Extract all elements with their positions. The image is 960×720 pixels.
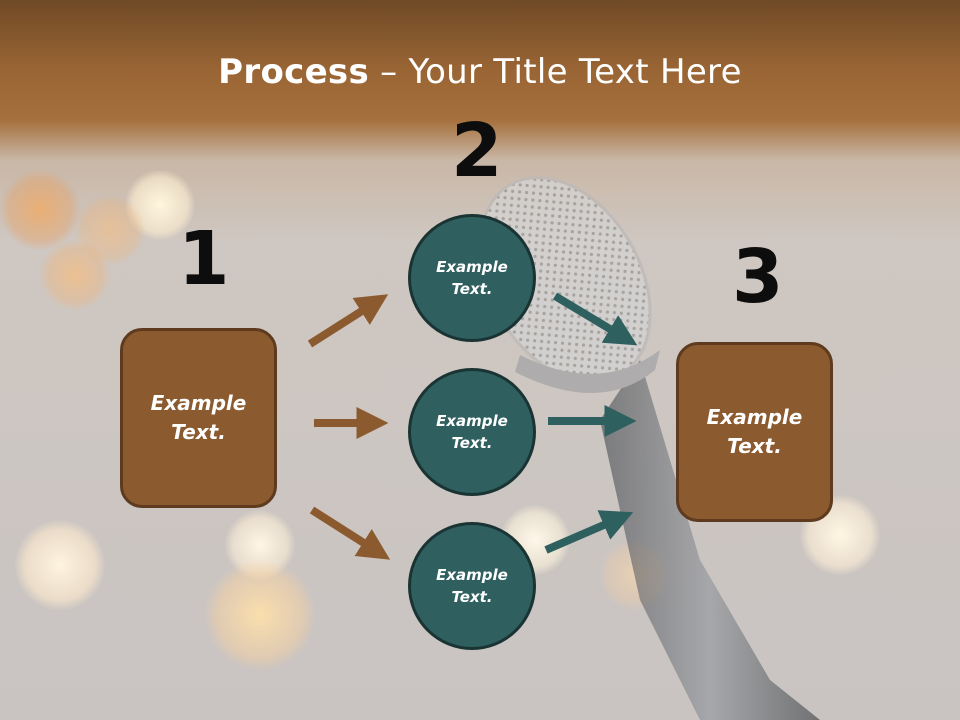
title-bold: Process	[218, 52, 370, 92]
step-2-circle-middle: Example Text.	[408, 368, 536, 496]
step-3-text: Example Text.	[706, 405, 803, 458]
slide-title: Process – Your Title Text Here	[0, 52, 960, 92]
step-1-text: Example Text.	[150, 391, 247, 444]
step-number-3: 3	[732, 234, 784, 320]
title-rest: – Your Title Text Here	[369, 52, 742, 92]
arrow-1-to-top	[307, 294, 389, 348]
step-number-1: 1	[178, 216, 230, 302]
step-number-2: 2	[451, 108, 503, 194]
circle-text: Example Text.	[436, 565, 508, 607]
step-2-circle-bottom: Example Text.	[408, 522, 536, 650]
circle-text: Example Text.	[436, 411, 508, 453]
arrow-bottom-to-3	[544, 510, 634, 554]
circle-text: Example Text.	[436, 257, 508, 299]
arrow-top-to-3	[552, 292, 638, 346]
arrow-1-to-bottom	[309, 506, 391, 560]
step-3-box: Example Text.	[676, 342, 833, 522]
step-1-box: Example Text.	[120, 328, 277, 508]
step-2-circle-top: Example Text.	[408, 214, 536, 342]
